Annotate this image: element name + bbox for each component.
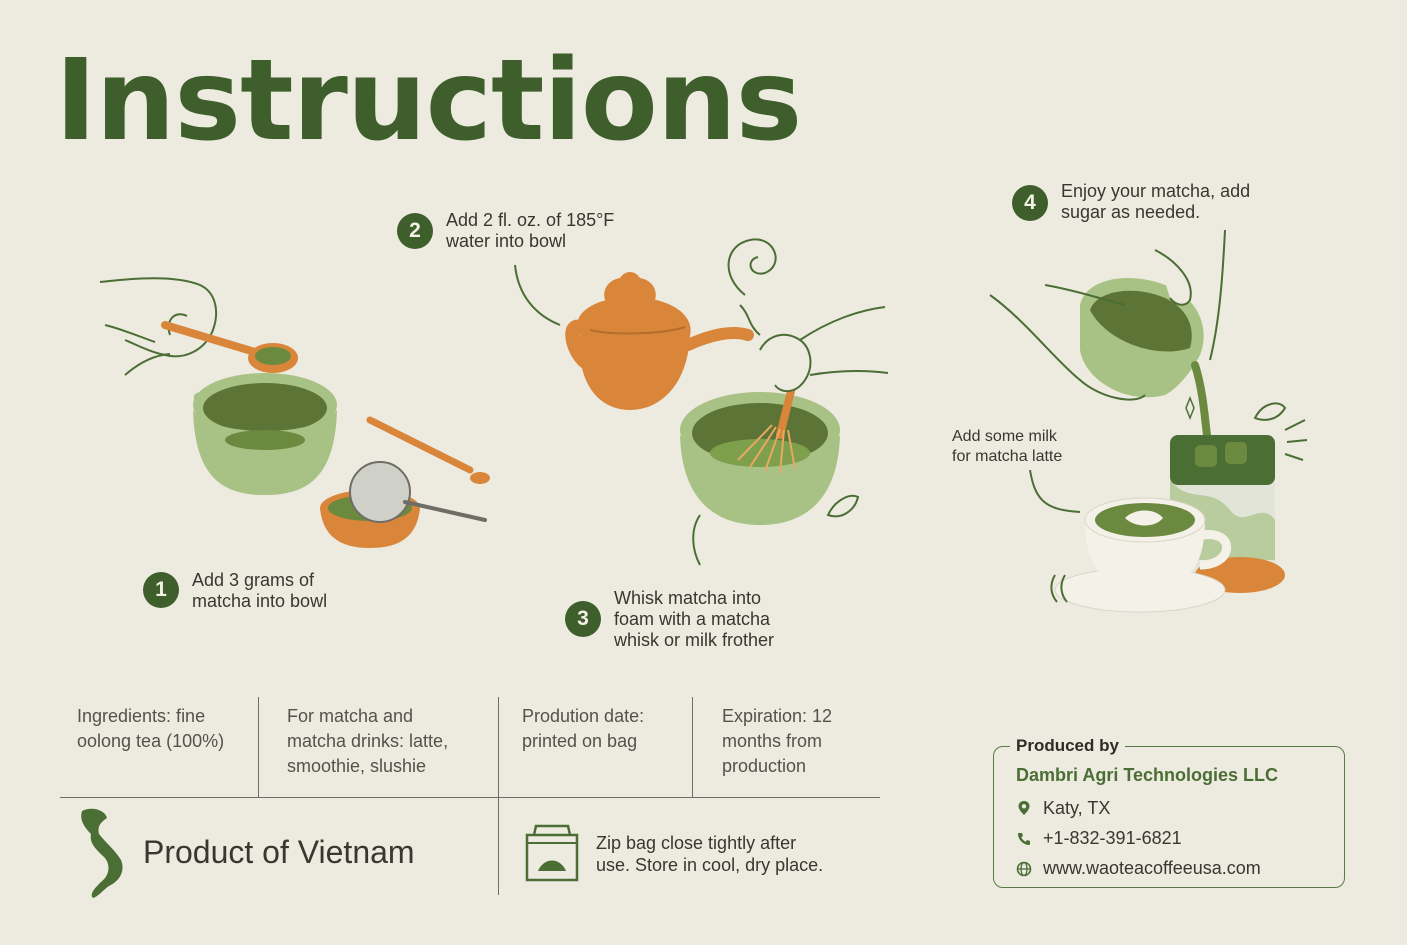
info-expiration: Expiration: 12 months from production [722, 706, 833, 776]
step1-text: Add 3 grams of matcha into bowl [192, 570, 328, 611]
info-usage: For matcha and matcha drinks: latte, smo… [287, 706, 449, 776]
product-origin: Product of Vietnam [143, 834, 415, 870]
info-ingredients: Ingredients: fine oolong tea (100%) [77, 706, 225, 751]
step2-number: 2 [397, 213, 433, 249]
step4-illustration [989, 229, 1308, 613]
step2-3-illustration [514, 238, 889, 566]
step3-text: Whisk matcha into foam with a matcha whi… [614, 588, 775, 650]
milk-note: Add some milk for matcha latte [952, 428, 1063, 465]
vietnam-map-icon [81, 808, 123, 898]
producer-phone: +1-832-391-6821 [1043, 828, 1182, 848]
producer-website[interactable]: www.waoteacoffeeusa.com [1043, 858, 1261, 878]
step4-text: Enjoy your matcha, add sugar as needed. [1061, 181, 1251, 222]
storage-instructions: Zip bag close tightly after use. Store i… [596, 833, 824, 875]
producer-company: Dambri Agri Technologies LLC [1016, 765, 1279, 785]
producer-heading: Produced by [1010, 736, 1125, 756]
page-title: Instructions [55, 36, 802, 166]
globe-icon [1016, 861, 1032, 877]
step1-number: 1 [143, 572, 179, 608]
info-production-date: Prodution date: printed on bag [522, 706, 645, 751]
step4-number: 4 [1012, 185, 1048, 221]
step3-number: 3 [565, 601, 601, 637]
zip-bag-icon [525, 824, 579, 882]
location-pin-icon [1018, 801, 1030, 815]
step1-illustration [99, 277, 490, 548]
producer-card [993, 746, 1345, 888]
divider [498, 697, 499, 895]
producer-location: Katy, TX [1043, 798, 1111, 818]
divider [60, 797, 880, 798]
phone-icon [1018, 833, 1030, 845]
divider [692, 697, 693, 797]
step2-text: Add 2 fl. oz. of 185°F water into bowl [446, 210, 615, 251]
divider [258, 697, 259, 797]
